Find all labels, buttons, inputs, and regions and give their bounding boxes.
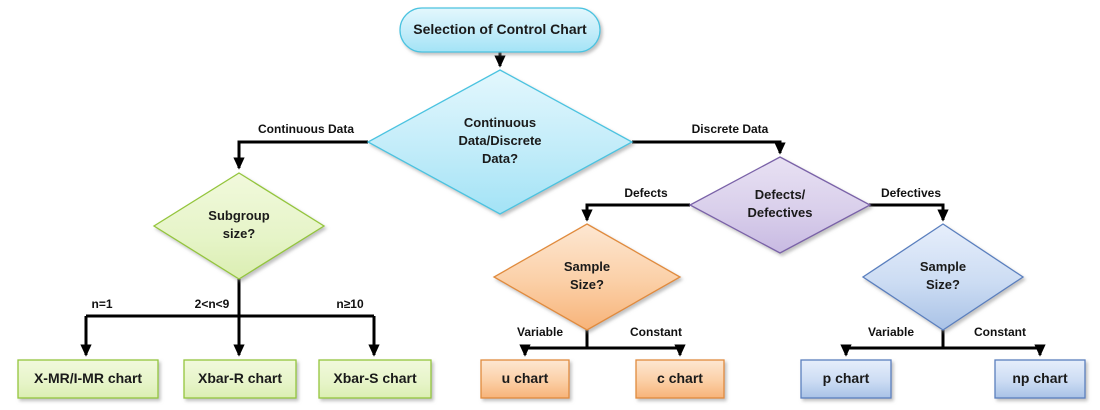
decision-defects-defectives-label: Defects/Defectives (747, 187, 812, 220)
edge-n-equals-1-label: n=1 (91, 297, 112, 311)
result-p-chart-label: p chart (823, 370, 870, 386)
start-node[interactable]: Selection of Control Chart (399, 7, 601, 53)
edge-n-at-least-10-label: n≥10 (336, 297, 364, 311)
edge-variable-u-chart-label: Variable (517, 325, 563, 339)
edge-discrete-data-label: Discrete Data (692, 122, 769, 136)
decision-subgroup-size-shape[interactable] (152, 172, 326, 280)
edge-variable-p-chart-label: Variable (868, 325, 914, 339)
decision-defects-defectives-shape[interactable] (688, 156, 872, 254)
decision-sample-size-defectives-shape[interactable] (861, 223, 1025, 331)
result-p-chart-shape[interactable] (800, 359, 892, 399)
result-x-mr-i-mr-chart-shape[interactable] (17, 359, 159, 399)
result-xbar-s-chart-shape[interactable] (318, 359, 432, 399)
result-xbar-r-chart[interactable]: Xbar-R chart (183, 359, 297, 399)
result-x-mr-i-mr-chart-label: X-MR/I-MR chart (34, 370, 142, 386)
start-node-shape[interactable] (399, 7, 601, 53)
result-u-chart-label: u chart (502, 370, 549, 386)
result-c-chart-label: c chart (657, 370, 703, 386)
edge-discrete-data (632, 140, 786, 155)
decision-sample-size-defects-shape[interactable] (492, 223, 682, 331)
result-u-chart[interactable]: u chart (480, 359, 570, 399)
result-p-chart[interactable]: p chart (800, 359, 892, 399)
result-c-chart-shape[interactable] (635, 359, 725, 399)
edge-continuous-data-label: Continuous Data (258, 122, 354, 136)
edge-constant-c-chart-label: Constant (630, 325, 682, 339)
result-xbar-r-chart-shape[interactable] (183, 359, 297, 399)
edges-layer (80, 52, 1046, 357)
edge-constant-np-chart-label: Constant (974, 325, 1026, 339)
result-c-chart[interactable]: c chart (635, 359, 725, 399)
result-u-chart-shape[interactable] (480, 359, 570, 399)
result-xbar-s-chart[interactable]: Xbar-S chart (318, 359, 432, 399)
edge-defectives-label: Defectives (881, 186, 941, 200)
start-node-label: Selection of Control Chart (413, 21, 587, 37)
edge-defects (581, 203, 690, 222)
edge-defectives (869, 203, 949, 222)
result-xbar-s-chart-label: Xbar-S chart (333, 370, 417, 386)
decision-data-type-shape[interactable] (366, 69, 634, 215)
edge-continuous-data (233, 140, 368, 170)
result-np-chart-label: np chart (1012, 370, 1068, 386)
result-x-mr-i-mr-chart[interactable]: X-MR/I-MR chart (17, 359, 159, 399)
result-np-chart[interactable]: np chart (994, 359, 1086, 399)
result-xbar-r-chart-label: Xbar-R chart (198, 370, 282, 386)
edge-n-between-2-and-9-label: 2<n<9 (195, 297, 230, 311)
result-np-chart-shape[interactable] (994, 359, 1086, 399)
edge-defects-label: Defects (624, 186, 668, 200)
decision-defects-defectives[interactable]: Defects/Defectives (688, 156, 872, 254)
